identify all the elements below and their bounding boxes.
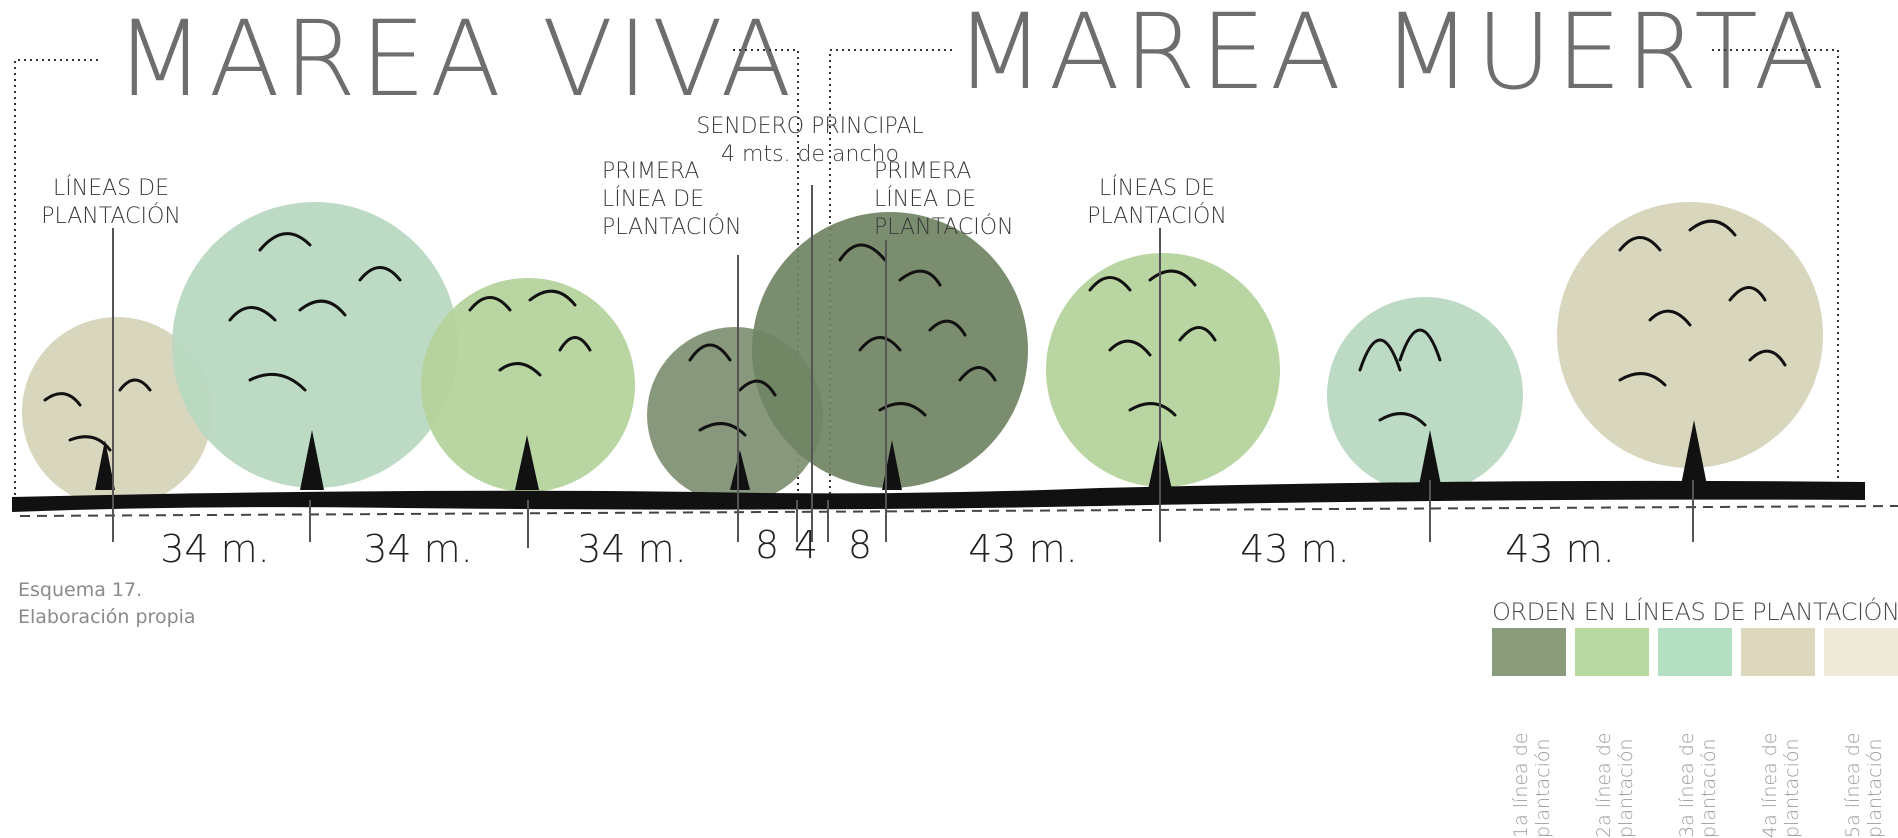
distance-6: 8: [848, 523, 872, 567]
legend-title: ORDEN EN LÍNEAS DE PLANTACIÓN: [1492, 598, 1898, 626]
legend-swatch-3: [1658, 628, 1732, 676]
planting-line-markers: [112, 185, 1694, 548]
label-primera-right-3: PLANTACIÓN: [874, 214, 1014, 240]
legend-swatch-5: [1824, 628, 1898, 676]
label-lineas-left-1: LÍNEAS DE: [53, 175, 169, 201]
tree-canopy-beige-2: [1557, 202, 1823, 468]
label-sendero-2: 4 mts. de ancho: [721, 142, 899, 167]
label-primera-right-1: PRIMERA: [874, 159, 971, 184]
legend-label-2: 2a línea de plantación: [1593, 732, 1637, 838]
tree-canopy-darker: [752, 212, 1028, 488]
label-primera-right-2: LÍNEA DE: [874, 186, 976, 212]
distance-3: 34 m.: [577, 527, 687, 571]
tree-canopy-green: [421, 278, 635, 492]
foliage-sketches: [43, 219, 1787, 452]
tree-canopy-mint: [172, 202, 458, 488]
legend-swatch-4: [1741, 628, 1815, 676]
label-lineas-left-2: PLANTACIÓN: [41, 203, 181, 229]
coastal-planting-diagram: MAREA VIVA MAREA MUERTA: [12, 0, 1898, 571]
tree-canopy-green-2: [1046, 253, 1280, 487]
tree-canopy-beige: [22, 317, 212, 507]
tree-trunks: [95, 420, 1708, 490]
legend-label-5: 5a línea de plantación: [1842, 732, 1886, 838]
distance-2: 34 m.: [363, 527, 473, 571]
distance-7: 43 m.: [968, 527, 1078, 571]
distance-4: 8: [755, 523, 779, 567]
label-primera-left-1: PRIMERA: [602, 159, 699, 184]
legend-label-1: 1a línea de plantación: [1510, 732, 1554, 838]
figure-caption: Esquema 17. Elaboración propia: [18, 577, 196, 631]
tide-line: [19, 505, 1898, 517]
distance-1: 34 m.: [160, 527, 270, 571]
caption-line-2: Elaboración propia: [18, 606, 196, 628]
legend-swatch-2: [1575, 628, 1649, 676]
legend-label-4: 4a línea de plantación: [1759, 732, 1803, 838]
legend-swatch-1: [1492, 628, 1566, 676]
ground-strip: [12, 480, 1865, 512]
legend-label-3: 3a línea de plantación: [1676, 732, 1720, 838]
distance-8: 43 m.: [1240, 527, 1350, 571]
planting-order-legend: ORDEN EN LÍNEAS DE PLANTACIÓN 1a línea d…: [1492, 598, 1898, 838]
distance-9: 43 m.: [1505, 527, 1615, 571]
label-sendero-1: SENDERO PRINCIPAL: [696, 114, 923, 139]
label-lineas-right-2: PLANTACIÓN: [1087, 203, 1227, 229]
annotation-labels: LÍNEAS DE PLANTACIÓN SENDERO PRINCIPAL 4…: [41, 114, 1227, 240]
label-lineas-right-1: LÍNEAS DE: [1099, 175, 1215, 201]
title-marea-muerta: MAREA MUERTA: [955, 0, 1829, 113]
distance-labels: 34 m. 34 m. 34 m. 8 4 8 43 m. 43 m. 43 m…: [160, 523, 1615, 571]
distance-5: 4: [794, 523, 818, 567]
caption-line-1: Esquema 17.: [18, 579, 143, 601]
title-marea-viva: MAREA VIVA: [115, 0, 796, 120]
tree-canopy-mint-2: [1327, 297, 1523, 493]
bracket-muerta-right: [1712, 49, 1839, 485]
tree-canopies: [22, 202, 1823, 507]
label-primera-left-3: PLANTACIÓN: [602, 214, 742, 240]
label-primera-left-2: LÍNEA DE: [602, 186, 704, 212]
